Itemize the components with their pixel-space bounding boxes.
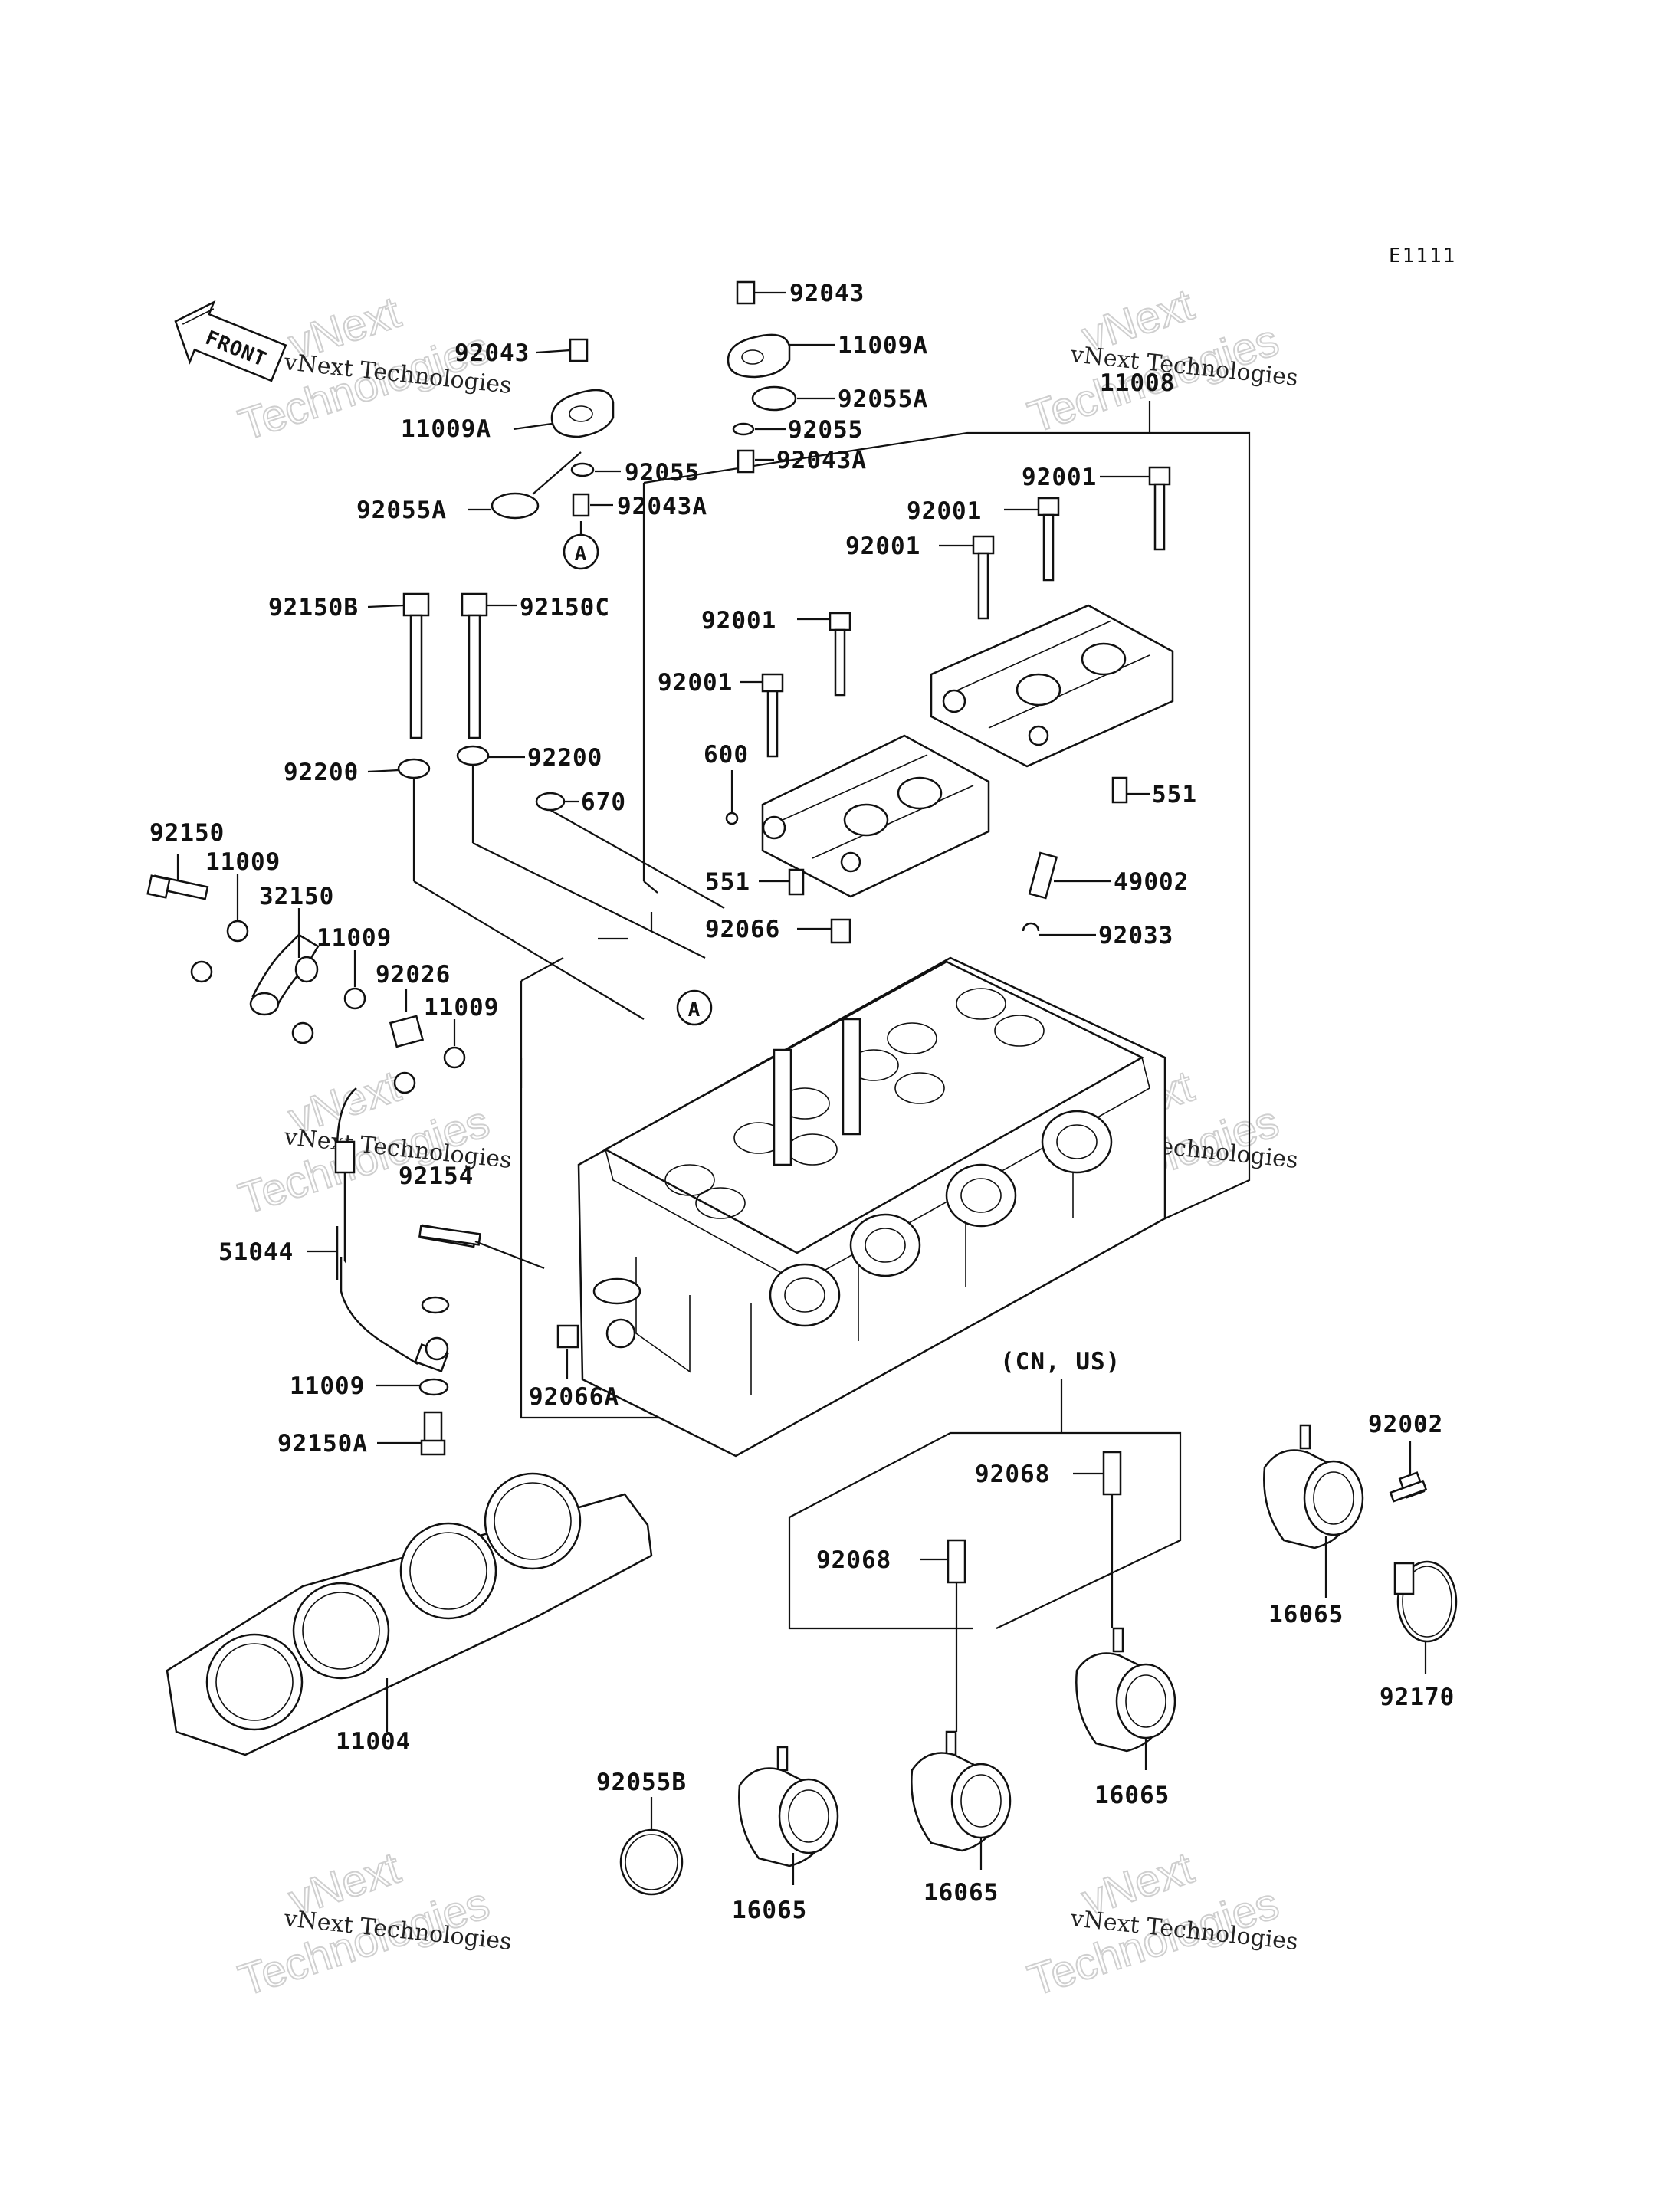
label-11009a-r: 11009A	[838, 332, 928, 359]
diagram-code: E1111	[1389, 244, 1456, 267]
label-92033: 92033	[1098, 922, 1173, 949]
head-bolts	[397, 592, 490, 779]
callout-a-head: A	[676, 989, 713, 1026]
oring-670	[535, 792, 566, 812]
label-92055a-l: 92055A	[356, 497, 447, 524]
watermark-top-right: vNext Technologies vNext Technologies	[1022, 279, 1299, 444]
label-16065-l: 16065	[732, 1897, 807, 1924]
label-11009-d: 11009	[290, 1372, 365, 1400]
label-92043-r: 92043	[789, 280, 865, 307]
label-92026: 92026	[376, 961, 451, 989]
label-92200-l: 92200	[284, 759, 359, 786]
watermark-mid-left: vNext Technologies vNext Technologies	[232, 1061, 513, 1225]
label-92200-r: 92200	[527, 744, 602, 772]
label-92150: 92150	[149, 819, 225, 847]
label-11009a-l: 11009A	[401, 415, 491, 443]
label-92066: 92066	[705, 916, 780, 943]
label-92055b: 92055B	[596, 1769, 687, 1796]
label-92001-b: 92001	[907, 497, 982, 525]
cap-group-left	[491, 338, 615, 520]
cn-us-outline	[788, 1379, 1182, 1630]
stud-92154	[418, 1225, 482, 1246]
callout-a-top: A	[563, 533, 599, 570]
label-92043a-l: 92043A	[617, 493, 707, 520]
watermark-bottom-left: vNext Technologies vNext Technologies	[232, 1842, 513, 2007]
assembly-outline	[520, 431, 1251, 1419]
label-551-l: 551	[705, 868, 750, 896]
label-11008: 11008	[1100, 369, 1175, 397]
label-92001-d: 92001	[701, 607, 776, 635]
label-16065-c: 16065	[924, 1879, 999, 1907]
region-note: (CN, US)	[1000, 1348, 1121, 1376]
bolt-92001	[761, 466, 1171, 758]
cap-group-center	[727, 280, 797, 474]
holder-16065-left	[738, 1746, 839, 1867]
cylinder-head	[577, 956, 1166, 1458]
label-92150c: 92150C	[520, 594, 610, 621]
label-32150: 32150	[259, 883, 334, 910]
label-92150b: 92150B	[268, 594, 359, 621]
part-labels: 92043 11009A 92055 92055A 92043A 92043 1…	[149, 280, 1455, 1924]
camshaft-cap-right	[930, 604, 1174, 768]
cap-92068-top	[1102, 1451, 1122, 1496]
label-16065-m: 16065	[1094, 1782, 1170, 1809]
label-600: 600	[704, 741, 749, 769]
label-92043-l: 92043	[454, 339, 530, 367]
guide-49002	[1028, 851, 1058, 900]
label-92055-r: 92055	[788, 416, 863, 444]
label-92068-b: 92068	[816, 1546, 891, 1574]
label-92150a: 92150A	[277, 1430, 368, 1458]
dowel-551-right	[1111, 776, 1128, 804]
clip-92033	[1022, 922, 1040, 932]
head-gasket	[166, 1472, 653, 1756]
holder-16065-right	[1263, 1424, 1364, 1549]
plug-92066a	[556, 1324, 579, 1349]
label-92001-e: 92001	[658, 669, 733, 697]
label-92066a: 92066A	[529, 1383, 619, 1411]
label-49002: 49002	[1114, 868, 1189, 896]
label-51044: 51044	[218, 1238, 294, 1266]
label-11004: 11004	[336, 1728, 411, 1756]
head-ports	[769, 1110, 1113, 1327]
label-92043a-r: 92043A	[776, 447, 867, 474]
label-11009-a: 11009	[205, 848, 281, 876]
front-arrow-icon: FRONT	[174, 300, 287, 382]
watermark-bottom-right: vNext Technologies vNext Technologies	[1022, 1842, 1299, 2007]
label-92002: 92002	[1368, 1411, 1443, 1438]
label-92001-a: 92001	[1022, 464, 1097, 491]
camshaft-cap-left	[761, 734, 990, 898]
screw-92002	[1389, 1471, 1428, 1503]
dowel-551-left	[788, 868, 805, 896]
cap-92068-bottom	[947, 1539, 966, 1584]
clamp-92170	[1393, 1560, 1458, 1643]
callout-a-label: A	[688, 998, 701, 1021]
label-11009-c: 11009	[424, 994, 499, 1021]
leader-lines	[176, 291, 1427, 1885]
label-11009-b: 11009	[317, 924, 392, 952]
label-92170: 92170	[1380, 1684, 1455, 1711]
label-92068-t: 92068	[975, 1461, 1050, 1488]
label-16065-r: 16065	[1268, 1601, 1344, 1628]
holder-16065-center	[911, 1730, 1012, 1852]
label-92001-c: 92001	[845, 533, 920, 560]
label-92154: 92154	[399, 1162, 474, 1190]
holder-16065-lower-right	[1075, 1627, 1176, 1753]
plug-92066	[830, 918, 851, 944]
label-551-r: 551	[1152, 781, 1197, 808]
oring-92055b	[619, 1828, 684, 1896]
callout-a-label: A	[575, 543, 588, 566]
label-92055a-r: 92055A	[838, 385, 928, 413]
label-670: 670	[581, 789, 626, 816]
plug-600	[725, 812, 739, 825]
label-92055-l: 92055	[625, 459, 700, 487]
